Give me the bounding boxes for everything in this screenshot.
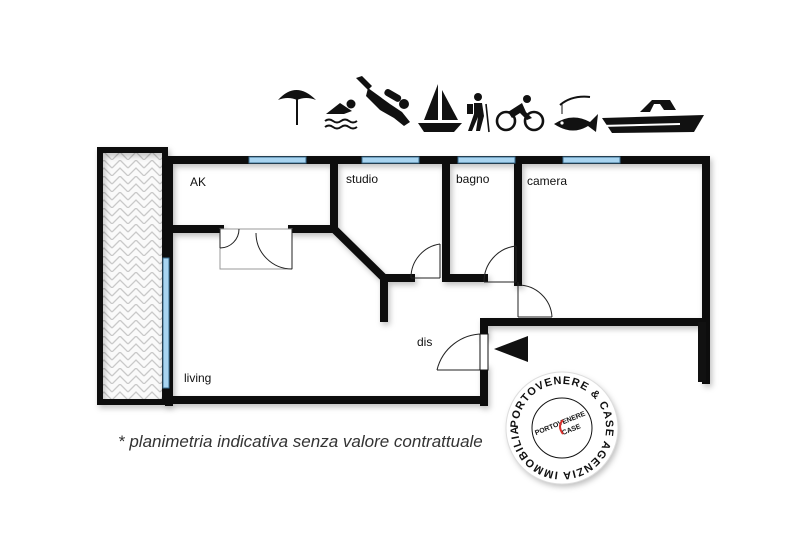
svg-text:PORTOVENERE & CASE AGENZIA IMM: PORTOVENERE & CASE AGENZIA IMMOBILIARE bbox=[0, 0, 614, 481]
stamp-ring-text: PORTOVENERE & CASE AGENZIA IMMOBILIARE bbox=[0, 0, 614, 481]
room-label-camera: camera bbox=[527, 174, 567, 188]
scuba-diver-icon bbox=[356, 76, 410, 126]
room-label-dis: dis bbox=[417, 335, 432, 349]
room-label-living: living bbox=[184, 371, 211, 385]
stamp-logo-mark bbox=[559, 419, 564, 435]
doors bbox=[219, 228, 553, 371]
disclaimer-note: * planimetria indicativa senza valore co… bbox=[118, 432, 483, 451]
room-label-bagno: bagno bbox=[456, 172, 490, 186]
entrance-arrow bbox=[494, 336, 528, 362]
umbrella-icon bbox=[278, 90, 316, 125]
agency-stamp: PORTOVENERE & CASE AGENZIA IMMOBILIARE P… bbox=[0, 0, 619, 485]
sailboat-icon bbox=[418, 84, 462, 132]
windows bbox=[162, 156, 621, 389]
room-label-ak: AK bbox=[190, 175, 206, 189]
terrace bbox=[97, 147, 168, 405]
motorboat-icon bbox=[599, 100, 704, 133]
hiker-icon bbox=[467, 93, 490, 133]
fishing-icon bbox=[554, 95, 598, 132]
wall-segment bbox=[698, 322, 706, 382]
activity-icons bbox=[278, 76, 704, 133]
walls bbox=[162, 156, 710, 406]
room-label-studio: studio bbox=[346, 172, 378, 186]
cyclist-icon bbox=[495, 95, 545, 132]
swimmer-icon bbox=[324, 99, 358, 130]
